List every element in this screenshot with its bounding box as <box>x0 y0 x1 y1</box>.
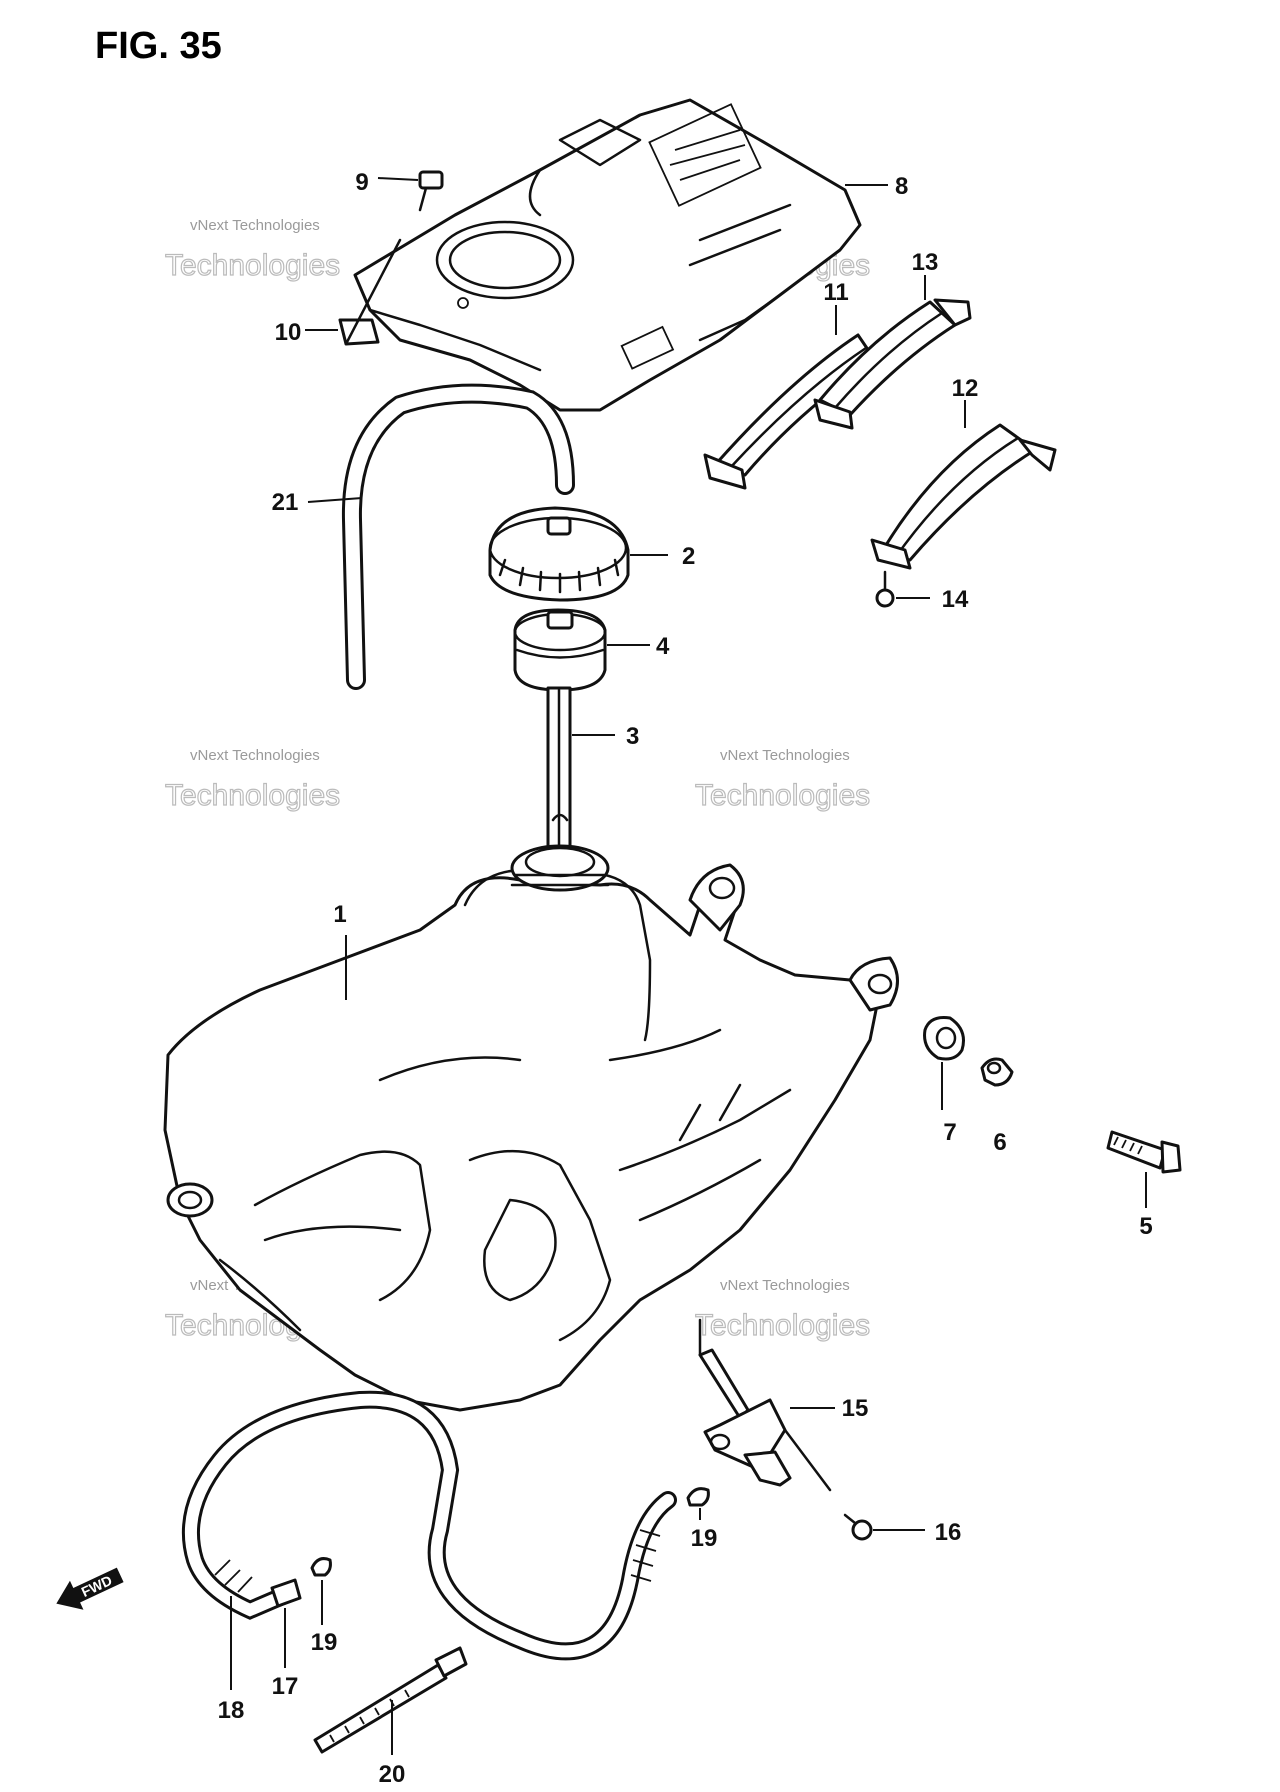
callout-6: 6 <box>993 1129 1006 1156</box>
callout-19-left: 19 <box>311 1629 338 1656</box>
callout-5: 5 <box>1139 1213 1152 1240</box>
callout-14: 14 <box>942 586 969 613</box>
watermark-top-left: vNext Technologies Technologies <box>164 217 340 283</box>
figure-title: FIG. 35 <box>95 25 222 67</box>
part-fuel-cap <box>488 506 668 602</box>
callout-21: 21 <box>272 489 299 516</box>
watermark-text-large: Technologies <box>695 1309 870 1342</box>
callout-19-right: 19 <box>691 1525 718 1552</box>
watermark-text: vNext Technologies <box>190 217 320 234</box>
callout-15: 15 <box>842 1395 869 1422</box>
callout-9: 9 <box>355 169 368 196</box>
callout-3: 3 <box>626 723 639 750</box>
callout-17: 17 <box>272 1673 299 1700</box>
callout-12: 12 <box>952 375 979 402</box>
callout-2: 2 <box>682 543 695 570</box>
part-fuel-tank <box>163 844 899 1412</box>
part-fuel-hose <box>181 1390 677 1690</box>
callout-1: 1 <box>333 901 346 928</box>
watermark-text-large: Technologies <box>165 779 340 812</box>
callout-20: 20 <box>379 1761 406 1788</box>
part-grommet-7 <box>923 1016 965 1110</box>
callout-18: 18 <box>218 1697 245 1724</box>
watermark-text-large: Technologies <box>165 249 340 282</box>
part-screw-9 <box>377 170 444 212</box>
part-clamp-19-left <box>310 1557 332 1625</box>
watermark-mid-right: vNext Technologies Technologies <box>694 747 870 813</box>
part-clamp-19-right <box>686 1487 710 1520</box>
watermark-text: vNext Technologies <box>190 747 320 764</box>
part-tank-cover <box>353 98 862 412</box>
watermark-text: vNext Technologies <box>720 747 850 764</box>
watermark-mid-left: vNext Technologies Technologies <box>164 747 340 813</box>
part-strap-13 <box>813 298 972 430</box>
part-bolt-5 <box>1106 1130 1182 1208</box>
part-collar-6 <box>980 1057 1014 1087</box>
part-strainer-20 <box>313 1646 468 1755</box>
part-fuel-cock <box>698 1318 835 1492</box>
part-screw-16 <box>843 1513 925 1541</box>
watermark-text-large: Technologies <box>695 779 870 812</box>
callout-11: 11 <box>823 279 848 306</box>
part-cap-gasket <box>513 608 650 692</box>
callouts: 1 2 3 4 5 6 7 8 9 10 11 12 13 14 15 16 1… <box>218 169 1153 1788</box>
fwd-label: FWD <box>79 1572 115 1600</box>
part-screw-14 <box>875 570 930 608</box>
part-strap-12 <box>870 423 1057 570</box>
callout-4: 4 <box>656 633 670 660</box>
callout-16: 16 <box>935 1519 962 1546</box>
callout-7: 7 <box>943 1119 956 1146</box>
callout-8: 8 <box>895 173 908 200</box>
part-breather-hose-21 <box>307 383 575 690</box>
part-clip-nut-10 <box>305 238 402 346</box>
watermark-text: vNext Technologies <box>720 1277 850 1294</box>
callout-10: 10 <box>275 319 302 346</box>
fwd-direction-marker: FWD <box>56 1567 124 1610</box>
callout-13: 13 <box>912 249 939 276</box>
watermark-bottom-right: vNext Technologies Technologies <box>694 1277 870 1343</box>
